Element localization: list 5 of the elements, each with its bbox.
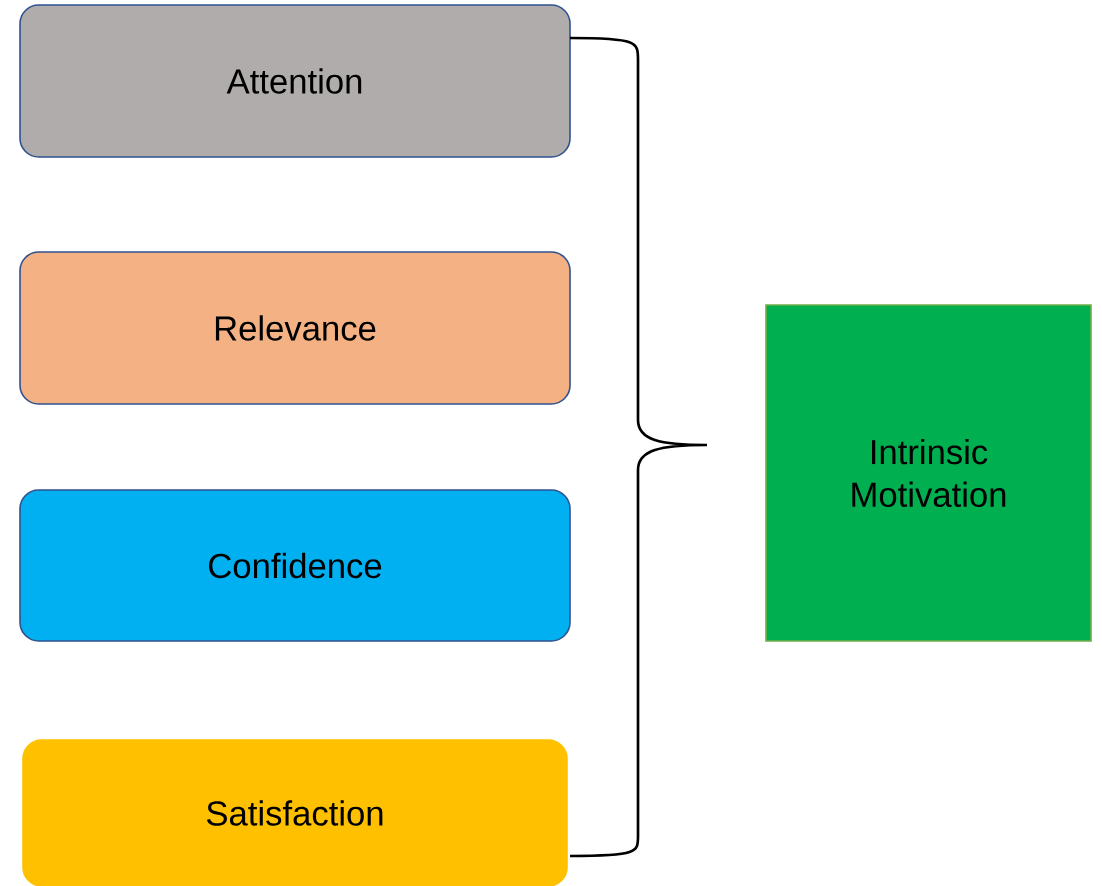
- rounded-box: Satisfaction: [22, 739, 568, 886]
- rounded-box: Attention: [19, 4, 571, 158]
- rounded-box: Relevance: [19, 251, 571, 405]
- rounded-box: Confidence: [19, 489, 571, 642]
- square-box: Intrinsic Motivation: [765, 304, 1092, 642]
